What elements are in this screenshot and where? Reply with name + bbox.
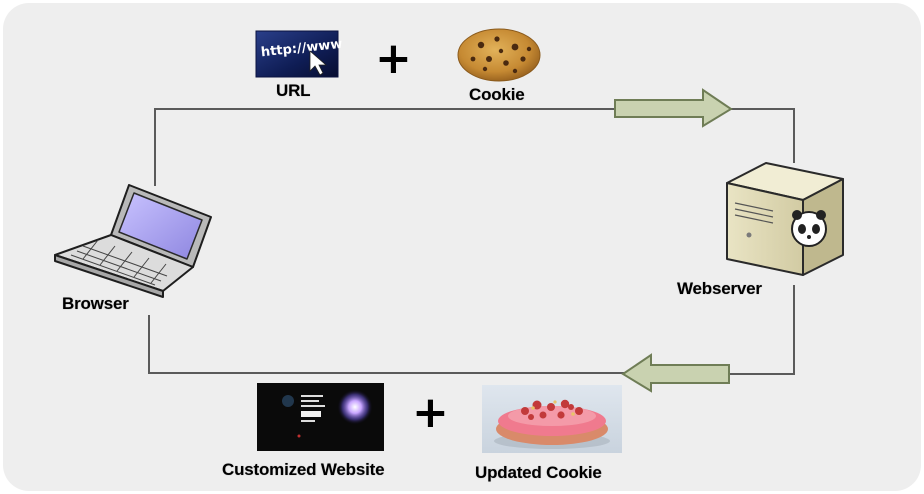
- updated-cookie-label: Updated Cookie: [475, 463, 602, 482]
- panda-logo: [791, 210, 827, 247]
- connector-lines: [148, 108, 795, 375]
- server-icon: [726, 162, 844, 276]
- website-screenshot: [257, 383, 384, 451]
- url-label: URL: [276, 81, 311, 100]
- donut-image: [482, 385, 622, 453]
- laptop-icon: [54, 184, 212, 298]
- webserver-label: Webserver: [677, 279, 762, 298]
- cookie-image: [457, 28, 541, 82]
- url-image: http://www: [255, 30, 343, 78]
- customized-website-label: Customized Website: [222, 460, 385, 479]
- right-arrow-icon: [614, 88, 733, 128]
- diagram-canvas: http://www: [3, 3, 921, 491]
- diagram-graphics: http://www: [54, 28, 844, 453]
- browser-label: Browser: [62, 294, 129, 313]
- left-arrow-icon: [621, 353, 730, 393]
- plus-sign-top: +: [375, 33, 412, 84]
- cookie-label: Cookie: [469, 85, 525, 104]
- plus-sign-bottom: +: [412, 387, 449, 438]
